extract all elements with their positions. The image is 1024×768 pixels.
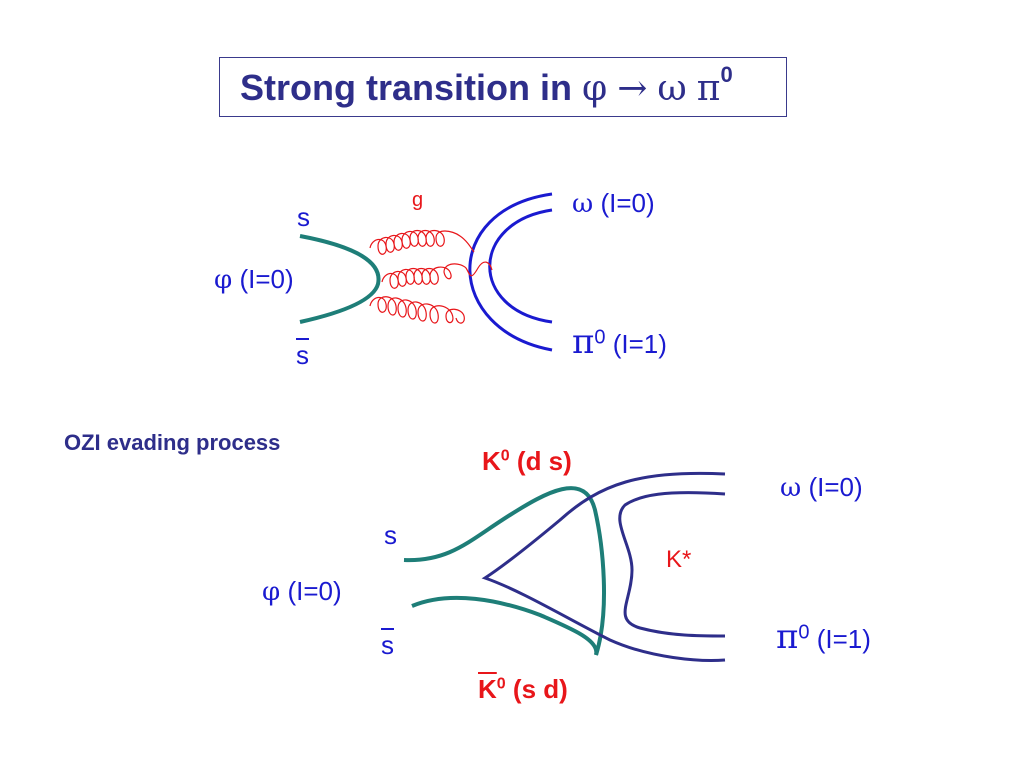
d1-gluon-top [369,229,475,255]
d1-quark-sbar-label: s [296,340,309,370]
d2-quark-s-label: s [384,520,397,550]
d2-k0-top-content: (d s) [516,446,572,476]
d1-omega-symbol: ω [572,189,594,219]
page-title: Strong transition in φ → ω π0 [240,64,733,111]
title-omega: ω [657,68,687,109]
title-text: Strong transition in [240,67,582,108]
d1-inner-quark-line [488,208,553,324]
d2-omega-isospin: (I=0) [808,472,863,502]
d1-pi-sup: 0 [594,326,606,349]
d2-quark-sbar-label: s [381,630,394,660]
d2-omega-label: ω (I=0) [780,474,863,501]
d2-k0-top-label: K0 (d s) [482,448,572,474]
d1-pi-label: π0 (I=1) [572,325,667,359]
title-arrow: → [617,68,648,109]
d2-heading: OZI evading process [64,430,281,455]
d2-k0bar-bottom-sup: 0 [496,675,506,693]
d1-omega-label: ω (I=0) [572,190,655,217]
d2-kstar-line [618,491,726,638]
d1-gluon-label: g [412,189,424,211]
d1-outer-quark-line [468,192,553,352]
d2-k0bar-bottom-k: K [478,674,497,704]
d1-gluon-middle [381,261,493,289]
d2-phi-s-line [403,486,606,656]
d2-k0-top-k: K [482,446,501,476]
d2-phi-symbol: φ [262,577,281,607]
title-box [219,57,787,117]
d2-k0bar-bottom-label: K0 (s d) [478,676,568,702]
d2-phi-isospin: (I=0) [287,576,342,606]
d2-triangle-line [481,471,726,662]
d2-pi-label: π0 (I=1) [776,620,871,654]
d2-pi-isospin: (I=1) [816,624,871,654]
d1-phi-symbol: φ [214,265,233,295]
d1-phi-label: φ (I=0) [214,266,294,293]
d2-k0-top-sup: 0 [500,447,510,465]
title-pi: π [696,68,721,109]
d2-phi-label: φ (I=0) [262,578,342,605]
d2-omega-symbol: ω [780,473,802,503]
d2-kstar-label: K* [666,546,692,573]
d2-pi-symbol: π [776,617,799,657]
d1-pi-isospin: (I=1) [612,329,667,359]
d1-gluon-bottom [369,296,465,324]
d2-pi-sup: 0 [798,621,810,644]
title-phi: φ [581,68,608,109]
d1-phi-quark-line [299,234,381,324]
d1-omega-isospin: (I=0) [600,188,655,218]
d2-phi-sbar-line [411,595,599,656]
d1-quark-s-label: s [297,202,310,232]
d1-pi-symbol: π [572,322,595,362]
title-pi-sup: 0 [720,62,733,87]
d1-phi-isospin: (I=0) [239,264,294,294]
d1-label-gluon-wrapper: g [412,190,423,210]
d2-k0bar-bottom-content: (s d) [512,674,568,704]
